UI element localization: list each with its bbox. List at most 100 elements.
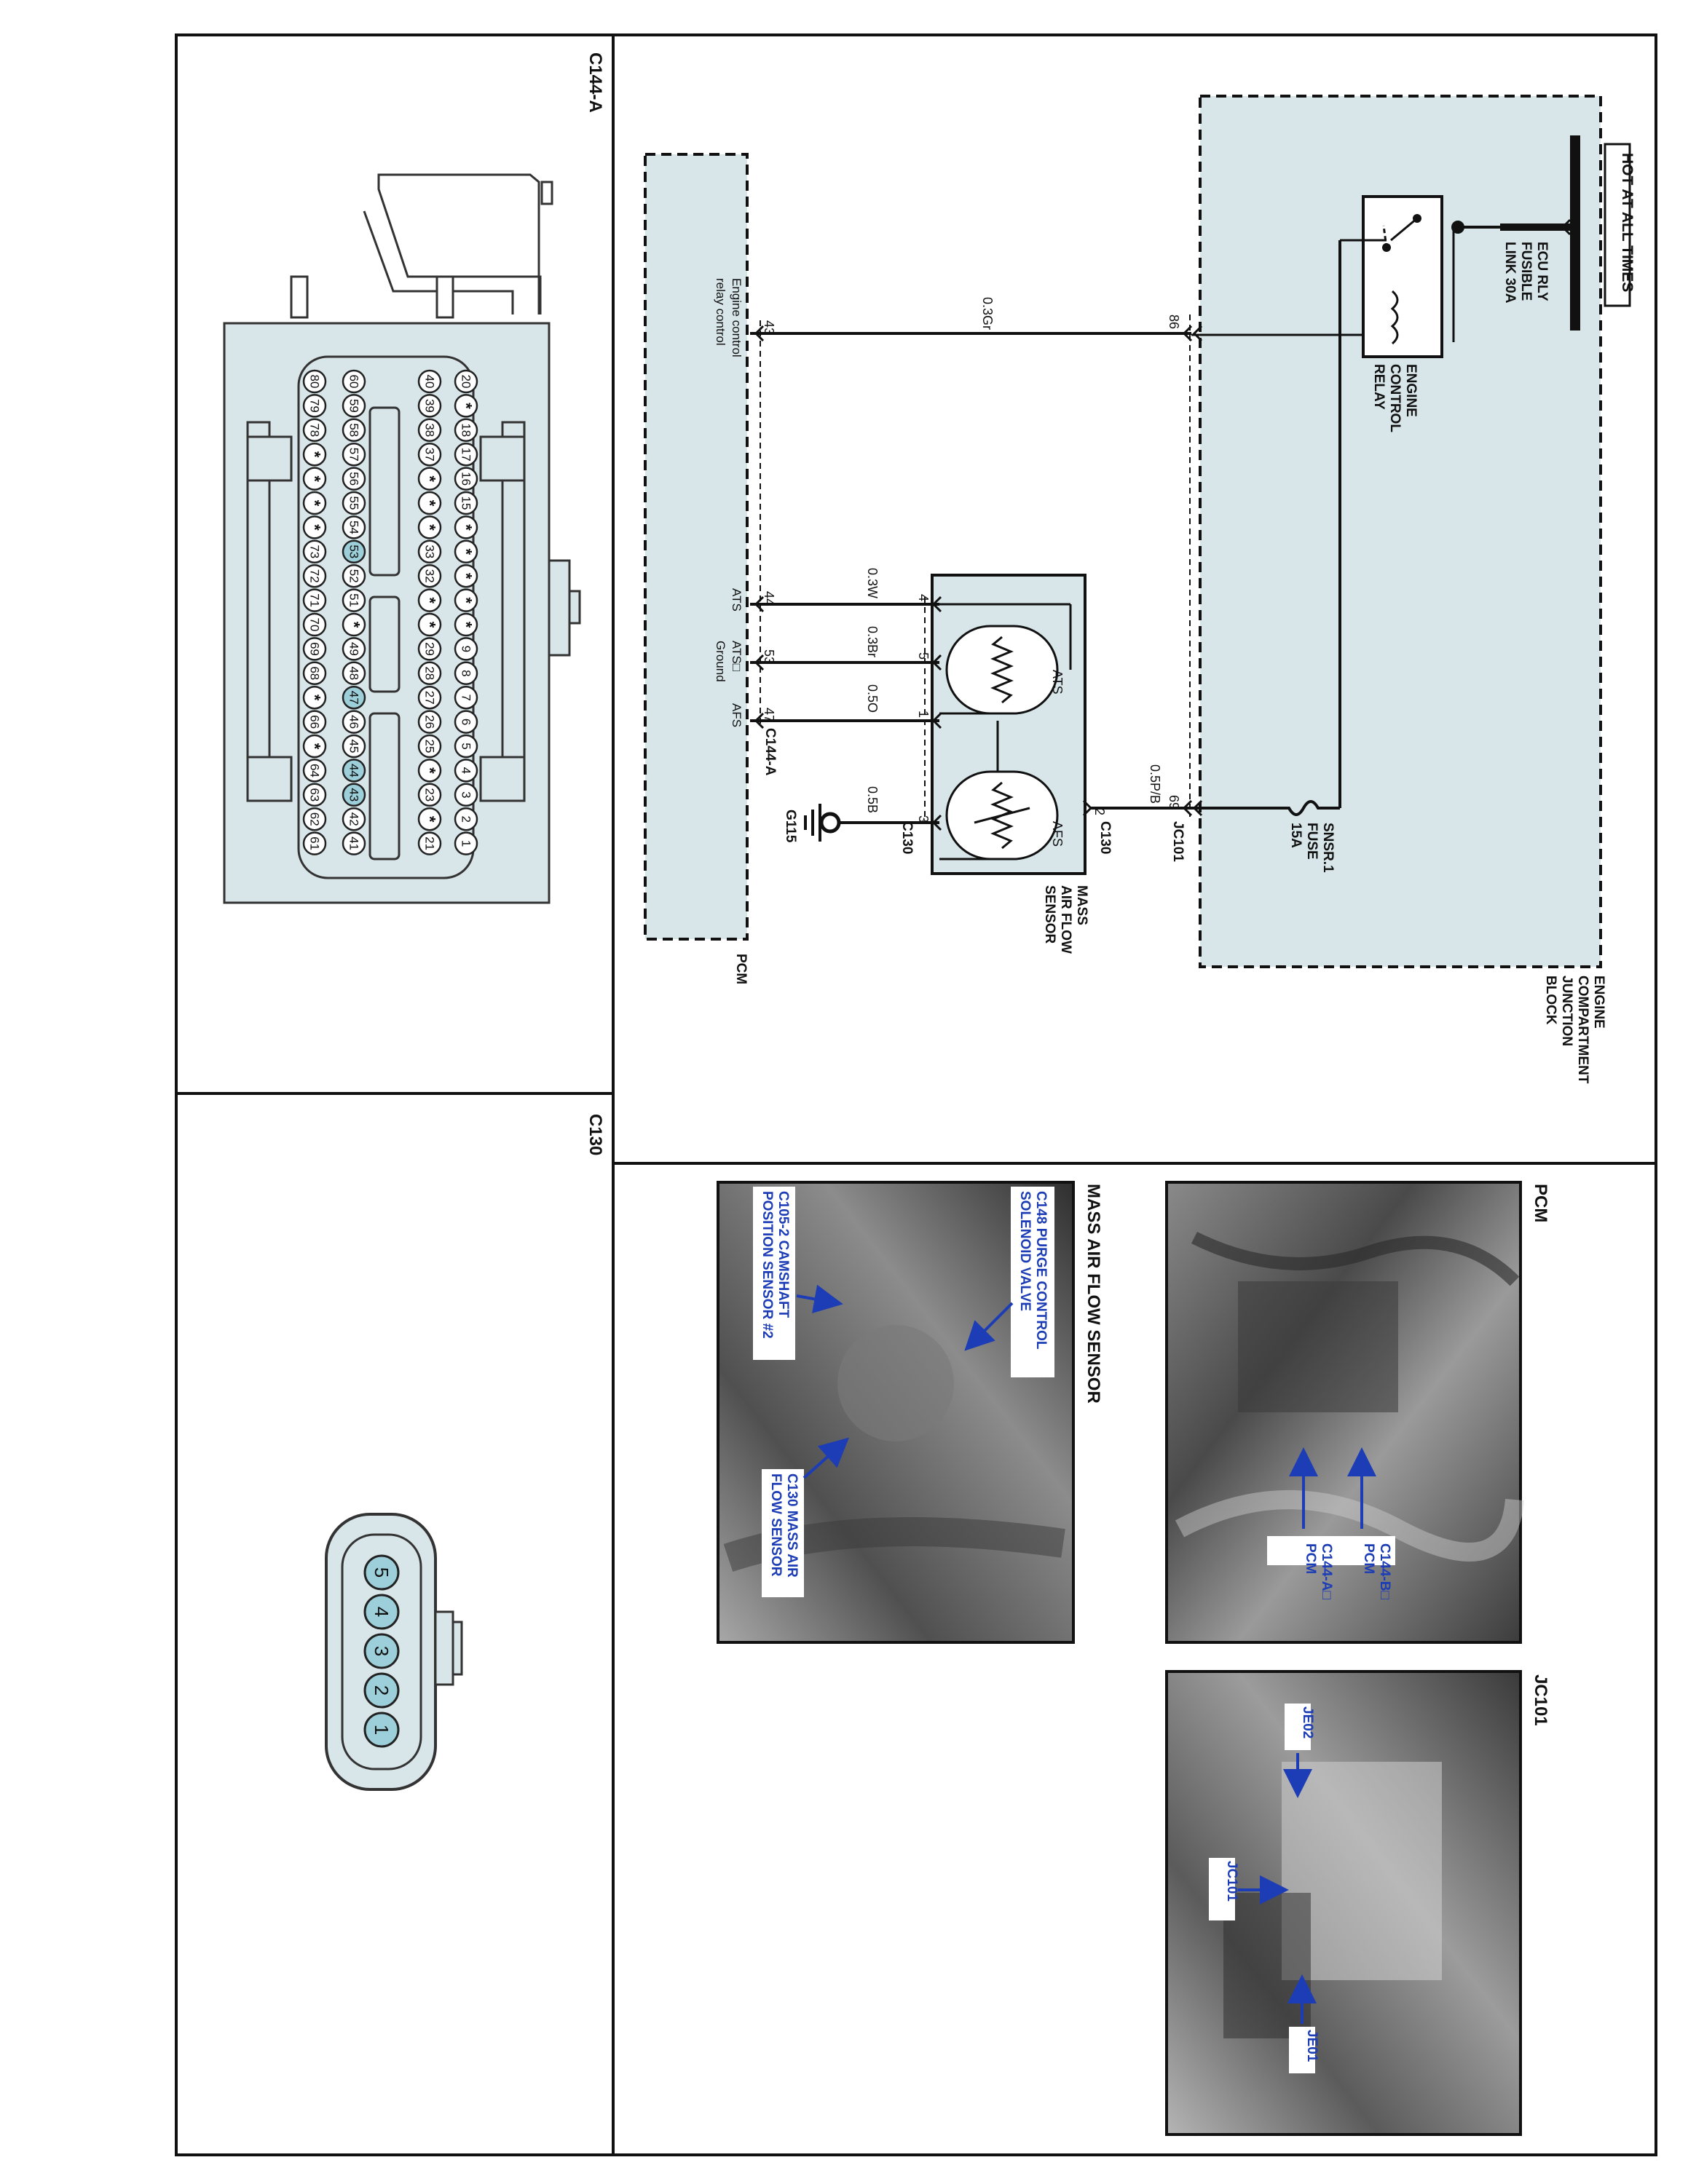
connector-chevron — [754, 654, 765, 671]
pcm-callout-4: PCM — [1303, 1543, 1318, 1574]
pcm-callout-3: C144-A□ — [1319, 1543, 1334, 1599]
page-frame — [175, 33, 1657, 2156]
jc101-callout-je02: JE02 — [1300, 1706, 1315, 1738]
c144a-pin-label: 51 — [347, 593, 361, 607]
c144a-pin — [417, 637, 442, 661]
c144a-pin — [342, 734, 366, 759]
c144a-pin — [454, 394, 478, 418]
c144a-pin-label: 32 — [423, 569, 437, 583]
c144a-pin-label: * — [306, 475, 324, 482]
c144a-pin — [417, 491, 442, 515]
c144a-pin-label: 33 — [423, 545, 437, 558]
c144a-pin-label: 45 — [347, 740, 361, 753]
c144a-pin-label: * — [306, 524, 324, 531]
c144a-pin-label: 41 — [347, 836, 361, 850]
c144a-pin — [342, 685, 366, 710]
c144a-pin-label: 78 — [308, 423, 322, 437]
c144a-pin-label: 15 — [460, 496, 473, 510]
c144a-pin — [417, 394, 442, 418]
c144a-pin-label: * — [457, 403, 476, 409]
pcm-outline — [644, 153, 749, 941]
c144a-pin-label: * — [306, 500, 324, 507]
wire-label-ats: 0.3W — [865, 568, 880, 598]
c144a-pin-label: 68 — [308, 666, 322, 680]
fusible-link-label-1: ECU RLY — [1534, 242, 1550, 301]
c144a-pin-label: * — [457, 622, 476, 628]
c144a-pin-label: 47 — [347, 691, 361, 705]
c144a-pin — [417, 418, 442, 443]
c144a-pin-label: * — [421, 767, 439, 774]
c144a-pin-label: * — [345, 622, 363, 628]
fuse-label-3: 15A — [1288, 823, 1304, 848]
c144a-pin-label: 27 — [423, 691, 437, 705]
c144a-pin — [302, 783, 327, 807]
c130-pin-label: 2 — [371, 1685, 393, 1696]
c144a-pin-label: 26 — [423, 715, 437, 729]
c144a-pin — [302, 515, 327, 539]
sensor-afs-label: AFS — [1050, 821, 1065, 847]
connector-c144a-panel: C144-A 20*18171615*****98765432140393837… — [223, 52, 605, 904]
pcm-pin-53: 53 — [762, 649, 776, 664]
c144a-pin-grid: 20*18171615*****98765432140393837***3332… — [302, 369, 478, 855]
c144a-pin — [342, 515, 366, 539]
c144a-pin-label: 29 — [423, 642, 437, 656]
connector-chevron — [931, 814, 942, 831]
connector-chevron — [1192, 325, 1203, 342]
wire-label-afs: 0.5O — [865, 684, 880, 713]
c144a-pin — [454, 710, 478, 734]
maf-callout-2: SOLENOID VALVE — [1017, 1191, 1033, 1311]
c144a-pin-label: 16 — [460, 472, 473, 486]
jc101-callout-je01: JE01 — [1304, 2030, 1320, 2062]
c144a-pin — [302, 661, 327, 686]
c144a-pin — [342, 369, 366, 394]
relay-label-1: ENGINE — [1403, 364, 1419, 417]
junction-block-label-1: ENGINE — [1591, 976, 1606, 1029]
jb-pin-86: 86 — [1167, 314, 1181, 329]
c144a-pin-label: 23 — [423, 788, 437, 802]
c144a-pin-label: * — [306, 451, 324, 458]
c144a-pin-label: 3 — [460, 791, 473, 798]
ground-label: G115 — [783, 810, 798, 843]
c144a-pin — [342, 394, 366, 418]
c144a-pin — [454, 783, 478, 807]
c144a-pin-label: 49 — [347, 642, 361, 656]
c144a-pin — [417, 539, 442, 564]
c144a-pin — [417, 807, 442, 831]
c144a-pin — [417, 563, 442, 588]
c144a-pin-label: * — [421, 597, 439, 604]
c144a-pin-label: 2 — [460, 815, 473, 822]
sensor-name-3: SENSOR — [1042, 885, 1057, 944]
c144a-pin-label: 6 — [460, 719, 473, 725]
c144a-pin-label: 46 — [347, 715, 361, 729]
junction-block-label-4: BLOCK — [1543, 976, 1558, 1025]
c144a-pin-label: * — [457, 524, 476, 531]
maf-photo-panel: MASS AIR FLOW SENSOR C148 PURGE CONTROL … — [717, 1181, 1103, 1644]
pcm-photo-title: PCM — [1531, 1184, 1550, 1222]
power-busbar — [1570, 135, 1580, 331]
c144a-pin — [417, 759, 442, 783]
c144a-pin-label: * — [457, 573, 476, 579]
maf-callout-1: C148 PURGE CONTROL — [1033, 1191, 1049, 1350]
c144a-pin — [342, 612, 366, 637]
c144a-pin — [342, 661, 366, 686]
c144a-pin-label: 25 — [423, 740, 437, 753]
c144a-pin — [302, 563, 327, 588]
c144a-title: C144-A — [585, 52, 605, 113]
c144a-pin-label: 58 — [347, 423, 361, 437]
pcm-relay-label-2: relay control — [714, 278, 727, 346]
engine-control-relay — [1362, 195, 1443, 358]
c144a-pin — [454, 734, 478, 759]
c144a-pin-label: 38 — [423, 423, 437, 437]
c144a-pin — [302, 685, 327, 710]
sensor-pin-3: 3 — [916, 815, 931, 823]
c144a-pin — [454, 418, 478, 443]
c130-pin-label: 4 — [371, 1607, 393, 1617]
pcm-pin-43: 43 — [762, 320, 776, 335]
c144a-pin — [302, 394, 327, 418]
c144a-pin-label: * — [306, 695, 324, 701]
maf-photo-title: MASS AIR FLOW SENSOR — [1084, 1184, 1103, 1404]
c144a-pin — [302, 734, 327, 759]
connector-chevron — [754, 712, 765, 729]
